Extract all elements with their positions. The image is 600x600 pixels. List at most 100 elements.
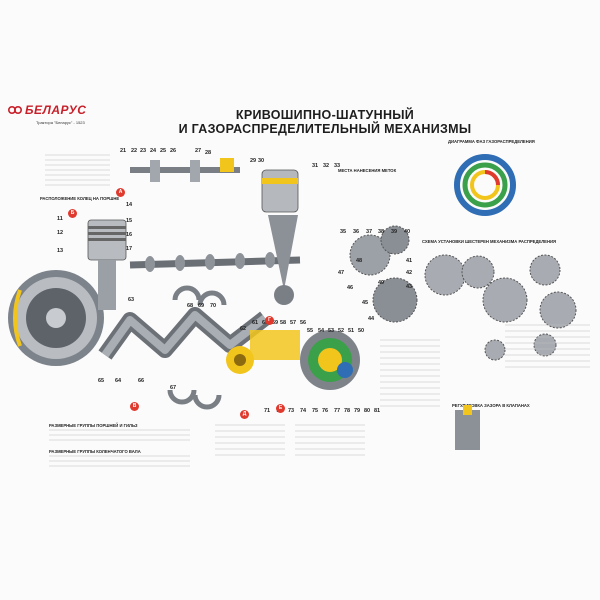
callout-number: 41 xyxy=(406,258,413,264)
callout-number: 59 xyxy=(272,320,279,326)
callout-number: 64 xyxy=(115,378,122,384)
valve-timing-heading: ДИАГРАММА ФАЗ ГАЗОРАСПРЕДЕЛЕНИЯ xyxy=(448,139,535,144)
callout-number: 38 xyxy=(378,229,385,235)
callout-number: 42 xyxy=(406,270,413,276)
size-groups-heading: РАЗМЕРНЫЕ ГРУППЫ ПОРШНЕЙ И ГИЛЬЗ xyxy=(49,423,138,428)
callout-number: 70 xyxy=(210,303,217,309)
rocker-shaft xyxy=(130,158,240,182)
spec-text-blocks xyxy=(45,154,590,467)
callout-number: 80 xyxy=(364,408,371,414)
callout-number: 21 xyxy=(120,148,127,154)
callout-number: 54 xyxy=(318,328,325,334)
mark-marker: Г xyxy=(265,316,274,325)
timing-gears-main xyxy=(349,225,418,323)
callout-number: 29 xyxy=(250,158,257,164)
callout-number: 32 xyxy=(323,163,330,169)
callout-number: 35 xyxy=(340,229,347,235)
callout-number: 31 xyxy=(312,163,319,169)
crankshaft xyxy=(98,307,270,374)
callout-number: 43 xyxy=(406,284,413,290)
model-caption: Трактора "Беларус" - 1523 xyxy=(36,120,85,125)
callout-number: 15 xyxy=(126,218,133,224)
title-line-2: И ГАЗОРАСПРЕДЕЛИТЕЛЬНЫЙ МЕХАНИЗМЫ xyxy=(178,122,472,136)
callout-number: 49 xyxy=(378,280,385,286)
callout-number: 46 xyxy=(347,285,354,291)
callout-number: 25 xyxy=(160,148,167,154)
clearance-heading: РЕГУЛИРОВКА ЗАЗОРА В КЛАПАНАХ xyxy=(452,403,530,408)
gear-scheme xyxy=(424,254,577,361)
rings-heading: РАСПОЛОЖЕНИЕ КОЛЕЦ НА ПОРШНЕ xyxy=(40,196,120,201)
callout-number: 52 xyxy=(338,328,345,334)
callout-number: 13 xyxy=(57,248,64,254)
valve-timing-diagram xyxy=(454,154,516,216)
callout-number: 36 xyxy=(353,229,360,235)
callout-number: 30 xyxy=(258,158,265,164)
callout-number: 79 xyxy=(354,408,361,414)
callout-number: 51 xyxy=(348,328,355,334)
callout-number: 47 xyxy=(338,270,345,276)
callout-number: 12 xyxy=(57,230,64,236)
callout-number: 67 xyxy=(170,385,177,391)
callout-number: 40 xyxy=(404,229,411,235)
callout-number: 53 xyxy=(328,328,335,334)
callout-number: 17 xyxy=(126,246,133,252)
piston xyxy=(87,219,127,310)
mark-marker: Д xyxy=(240,410,249,419)
brand-logo: БЕЛАРУС xyxy=(8,103,86,117)
callout-number: 33 xyxy=(334,163,341,169)
brand-mark-icon xyxy=(8,106,22,114)
poster-title: КРИВОШИПНО-ШАТУННЫЙ И ГАЗОРАСПРЕДЕЛИТЕЛЬ… xyxy=(160,108,490,136)
title-line-1: КРИВОШИПНО-ШАТУННЫЙ xyxy=(235,108,415,122)
mark-marker: В xyxy=(130,402,139,411)
callout-number: 37 xyxy=(366,229,373,235)
callout-number: 75 xyxy=(312,408,319,414)
callout-number: 50 xyxy=(358,328,365,334)
callout-number: 28 xyxy=(205,150,212,156)
callout-number: 58 xyxy=(280,320,287,326)
callout-number: 55 xyxy=(307,328,314,334)
marks-heading: МЕСТА НАНЕСЕНИЯ МЕТОК xyxy=(338,168,397,173)
callout-number: 22 xyxy=(131,148,138,154)
callout-number: 16 xyxy=(126,232,133,238)
mark-marker: А xyxy=(116,188,125,197)
callout-number: 77 xyxy=(334,408,341,414)
mark-marker: Б xyxy=(68,209,77,218)
callout-number: 11 xyxy=(57,216,63,222)
callout-number: 57 xyxy=(290,320,297,326)
crank-groups-heading: РАЗМЕРНЫЕ ГРУППЫ КОЛЕНЧАТОГО ВАЛА xyxy=(49,449,141,454)
bearing-shells xyxy=(167,285,227,410)
callout-number: 76 xyxy=(322,408,329,414)
callout-number: 74 xyxy=(300,408,307,414)
flywheel xyxy=(8,270,104,366)
crank-front-assembly xyxy=(250,330,360,390)
mark-marker: Е xyxy=(276,404,285,413)
piston-connecting-rod xyxy=(261,169,299,305)
callout-number: 73 xyxy=(288,408,295,414)
callout-number: 23 xyxy=(140,148,147,154)
callout-number: 14 xyxy=(126,202,133,208)
callout-number: 45 xyxy=(362,300,369,306)
callout-number: 56 xyxy=(300,320,307,326)
callout-number: 71 xyxy=(264,408,271,414)
callout-number: 24 xyxy=(150,148,157,154)
callout-number: 66 xyxy=(138,378,145,384)
callout-number: 44 xyxy=(368,316,375,322)
camshaft xyxy=(129,252,301,272)
callout-number: 27 xyxy=(195,148,202,154)
callout-number: 26 xyxy=(170,148,177,154)
callout-number: 39 xyxy=(391,229,398,235)
callout-number: 63 xyxy=(128,297,135,303)
callout-number: 81 xyxy=(374,408,381,414)
callout-number: 61 xyxy=(252,320,259,326)
callout-number: 65 xyxy=(98,378,105,384)
clearance-diagram xyxy=(455,405,480,450)
callout-number: 78 xyxy=(344,408,351,414)
brand-name: БЕЛАРУС xyxy=(25,103,87,117)
callout-number: 69 xyxy=(198,303,205,309)
gears-heading: СХЕМА УСТАНОВКИ ШЕСТЕРЕН МЕХАНИЗМА РАСПР… xyxy=(422,239,556,244)
callout-number: 48 xyxy=(356,258,363,264)
callout-number: 62 xyxy=(240,326,247,332)
callout-number: 68 xyxy=(187,303,194,309)
